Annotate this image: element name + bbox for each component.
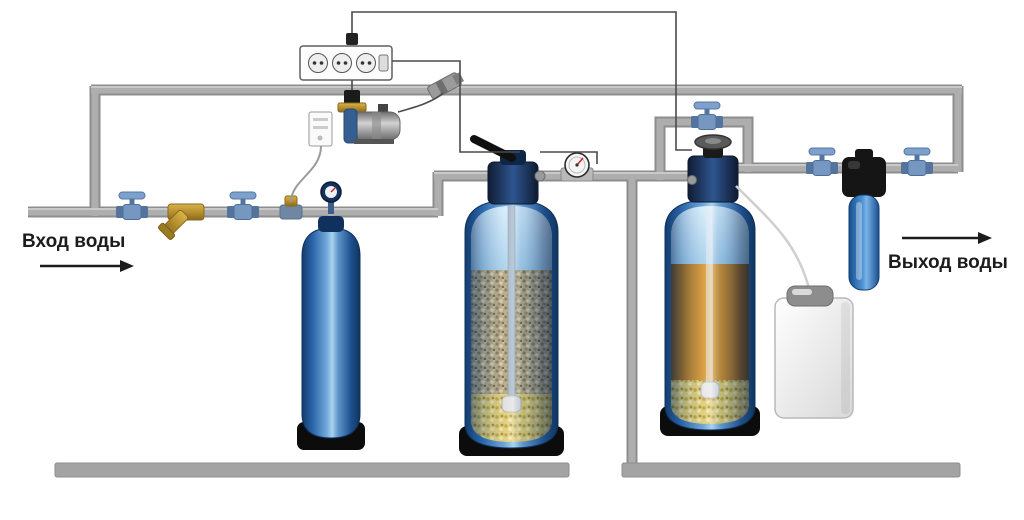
water-meter (560, 152, 594, 182)
air-check-valve (427, 72, 465, 100)
gauge-needle (330, 187, 336, 193)
tank-c-glass (671, 206, 749, 424)
softener-tank (660, 134, 760, 436)
brine-line (735, 185, 814, 301)
inlet-ball-valve (115, 191, 149, 220)
tank-a-body (301, 227, 361, 439)
control-wiring (351, 11, 692, 164)
filter-cap (842, 157, 886, 197)
drain-bar-left (54, 462, 570, 478)
filter-control-valve (470, 135, 546, 205)
tank-a-cap (318, 216, 344, 232)
tube-check-to-compressor (397, 92, 444, 113)
media-filter-tank (459, 135, 564, 456)
valve-lever-handle (470, 135, 516, 162)
power-strip-controller (299, 33, 393, 81)
wire-to-meter (540, 151, 598, 164)
outlet-label: Выход воды (888, 252, 1008, 273)
inlet-arrow (40, 260, 134, 272)
drain-bar-right (621, 462, 961, 478)
filter-sump (848, 194, 880, 291)
air-tube (290, 145, 322, 203)
cartridge-filter-housing (842, 149, 886, 291)
outlet-ball-valve-2 (900, 147, 934, 176)
outlet-ball-valve-1 (805, 147, 839, 176)
bypass-ball-valve (690, 101, 724, 130)
pressure-switch-box (308, 111, 333, 147)
brine-tank (774, 285, 854, 419)
y-strainer (158, 203, 205, 240)
wire-to-filter-valve (392, 60, 520, 153)
wire-to-softener-valve (351, 11, 692, 151)
air-compressor (343, 104, 401, 144)
inlet-label: Вход воды (22, 231, 125, 252)
socket-icons (308, 53, 376, 73)
outlet-arrow (902, 232, 992, 244)
brine-tank-lid (786, 285, 834, 307)
second-inlet-ball-valve (226, 191, 260, 220)
filter-vent-nub (855, 149, 873, 159)
tank-b-glass (471, 206, 552, 442)
gauge-stem (328, 200, 334, 214)
switch-icon (378, 54, 389, 72)
aeration-column (297, 181, 365, 450)
plug-icon (346, 33, 358, 45)
softener-control-valve (687, 134, 739, 203)
